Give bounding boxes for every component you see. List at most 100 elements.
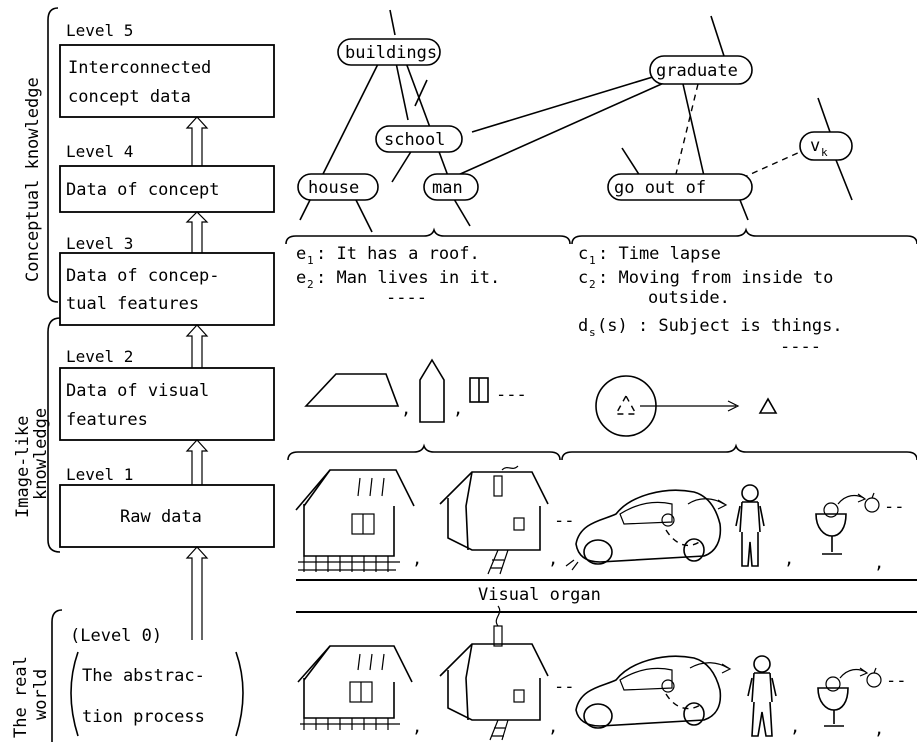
level-0-text-line1: The abstrac- <box>82 666 205 686</box>
link-line <box>395 58 408 120</box>
svg-text:c: c <box>578 244 588 264</box>
upward-arrow-icon <box>187 547 207 640</box>
level-5-label: Level 5 <box>66 21 133 40</box>
upward-arrow-icon <box>187 440 207 485</box>
house-sketch-2 <box>440 466 548 574</box>
level-0-right-paren <box>236 652 243 736</box>
link-line <box>818 98 830 132</box>
svg-text:go out of: go out of <box>614 178 706 198</box>
concept-node-man: man <box>424 174 478 200</box>
image-like-label-line1: Image-like <box>13 416 33 518</box>
comma: , <box>784 549 794 569</box>
svg-text:man: man <box>432 178 463 198</box>
svg-text:--: -- <box>884 497 904 517</box>
house-sketch-real-2 <box>440 606 548 740</box>
car-sketch <box>566 490 720 570</box>
dashed-triangle-icon <box>616 396 636 414</box>
svg-text:: Time lapse: : Time lapse <box>598 244 721 264</box>
svg-text:house: house <box>308 178 359 198</box>
comma: , <box>790 717 800 737</box>
concept-node-graduate: graduate <box>650 56 752 84</box>
upward-arrow-icon <box>187 212 207 253</box>
concept-node-vk: v k <box>800 132 852 160</box>
feature-c1: c 1 : Time lapse <box>578 244 721 267</box>
svg-text:: It has a roof.: : It has a roof. <box>316 244 480 264</box>
comma: , <box>874 719 884 739</box>
svg-text:s: s <box>589 326 596 339</box>
link-line <box>836 160 852 200</box>
comma: , <box>548 717 558 737</box>
comma: , <box>412 549 422 569</box>
person-sketch-real <box>748 656 776 736</box>
upward-arrow-icon <box>187 117 207 166</box>
arrowhead-icon <box>722 664 730 673</box>
ellipsis-raw: -- <box>554 511 574 531</box>
feature-brace-right <box>572 230 917 244</box>
level-4-text: Data of concept <box>66 180 220 200</box>
fruit-falling-sketch: -- <box>816 493 904 554</box>
link-line <box>390 10 395 35</box>
concept-node-house: house <box>298 174 378 200</box>
feature-ds: d s (s) : Subject is things. <box>578 316 843 339</box>
level-5-text-line1: Interconnected <box>68 58 211 78</box>
concept-node-school: school <box>376 126 462 152</box>
svg-text:e: e <box>296 244 306 264</box>
real-world-label-line1: The real <box>11 656 31 738</box>
comma: , <box>453 399 463 419</box>
dashed-link-line <box>676 84 698 174</box>
level-2-text-line1: Data of visual <box>66 381 209 401</box>
conceptual-knowledge-label: Conceptual knowledge <box>23 77 43 282</box>
house-sketch-real-1 <box>298 646 412 730</box>
conceptual-bracket <box>48 8 58 302</box>
link-line <box>392 150 412 182</box>
visual-organ-label: Visual organ <box>478 585 601 605</box>
triangle-icon <box>760 399 776 413</box>
comma: , <box>874 553 884 573</box>
comma: , <box>401 399 411 419</box>
comma: , <box>412 717 422 737</box>
level-4-label: Level 4 <box>66 142 133 161</box>
person-sketch <box>736 485 764 566</box>
link-line <box>458 82 666 175</box>
ellipsis-left: ---- <box>386 288 427 308</box>
link-line <box>405 60 448 176</box>
link-line <box>472 76 656 132</box>
svg-text:v: v <box>810 136 820 156</box>
ellipsis-real: -- <box>554 677 574 697</box>
link-line <box>454 199 470 226</box>
svg-text:: Man lives in it.: : Man lives in it. <box>316 268 500 288</box>
svg-text:d: d <box>578 316 588 336</box>
svg-text:school: school <box>384 130 445 150</box>
level-3-box <box>60 253 274 325</box>
svg-text:(s) : Subject is things.: (s) : Subject is things. <box>597 316 843 336</box>
ellipsis-right: ---- <box>780 337 821 357</box>
svg-text:2: 2 <box>589 278 596 291</box>
level-1-text: Raw data <box>120 507 202 527</box>
svg-text:2: 2 <box>307 278 314 291</box>
link-line <box>740 200 748 220</box>
feature-brace-left <box>286 230 570 244</box>
real-world-bracket <box>52 610 62 742</box>
concept-node-buildings: buildings <box>338 39 440 65</box>
image-like-label-line2: knowledge <box>31 408 51 500</box>
svg-text:--: -- <box>886 671 906 691</box>
svg-text:k: k <box>821 146 828 159</box>
svg-text:e: e <box>296 268 306 288</box>
concept-node-go-out-of: go out of <box>608 174 752 200</box>
level-5-text-line2: concept data <box>68 87 191 107</box>
level-0-left-paren <box>71 652 78 736</box>
arrowhead-icon <box>718 500 726 509</box>
level-1-label: Level 1 <box>66 465 133 484</box>
roof-shape-icon <box>306 374 398 406</box>
real-world-label-line2: world <box>31 669 51 720</box>
feature-e1: e 1 : It has a roof. <box>296 244 480 267</box>
level-0-label: (Level 0) <box>70 626 162 646</box>
car-sketch-real <box>576 656 720 728</box>
svg-text:buildings: buildings <box>345 43 437 63</box>
link-line <box>622 148 640 176</box>
link-line <box>711 16 724 56</box>
house-sketch-1 <box>296 470 414 572</box>
svg-text:graduate: graduate <box>656 61 738 81</box>
house-outline-icon <box>420 360 444 422</box>
